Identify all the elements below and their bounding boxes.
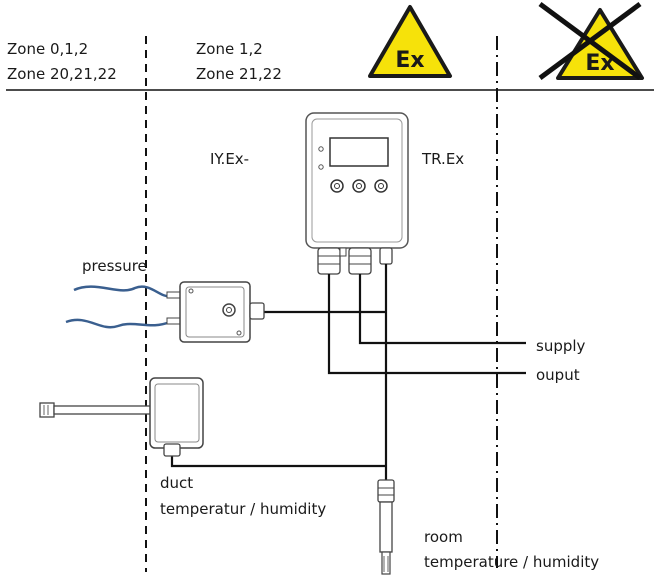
- label-pressure: pressure: [82, 257, 147, 275]
- pressure-sensor-icon: [65, 281, 265, 343]
- pressure-tube-icon: [65, 318, 171, 329]
- ex-warning-crossed-icon: Ex: [538, 1, 644, 81]
- transmitter-device-icon: [305, 112, 409, 275]
- label-tr-ex: TR.Ex: [422, 150, 465, 168]
- pressure-tube-icon: [73, 285, 171, 298]
- zone-left-line2: Zone 20,21,22: [7, 65, 117, 83]
- ex-warning-icon: Ex: [368, 5, 452, 78]
- display-icon: [329, 137, 389, 167]
- cable-gland-icon: [317, 247, 341, 275]
- zone-mid-line1: Zone 1,2: [196, 40, 263, 58]
- wiring: [170, 264, 526, 480]
- label-output: ouput: [536, 366, 580, 384]
- label-room-measure: temperature / humidity: [424, 553, 600, 571]
- label-supply: supply: [536, 337, 586, 355]
- button-knob-icon: [352, 179, 366, 193]
- label-duct: duct: [160, 474, 194, 492]
- cable-gland-icon: [348, 247, 372, 275]
- duct-sensor-wire: [170, 456, 386, 468]
- cable-gland-small-icon: [379, 247, 393, 265]
- zone-mid-line2: Zone 21,22: [196, 65, 282, 83]
- duct-sensor-icon: [39, 377, 204, 457]
- cross-line-2: [538, 1, 642, 81]
- button-knob-icon: [374, 179, 388, 193]
- label-iy-ex: IY.Ex-: [210, 150, 250, 168]
- ex-sign-text: Ex: [395, 48, 424, 73]
- room-sensor-icon: [377, 479, 395, 575]
- output-wire: [327, 274, 526, 375]
- label-duct-measure: temperatur / humidity: [160, 500, 327, 518]
- label-room: room: [424, 528, 463, 546]
- zone-left-line1: Zone 0,1,2: [7, 40, 89, 58]
- button-knob-icon: [330, 179, 344, 193]
- supply-wire: [358, 274, 526, 345]
